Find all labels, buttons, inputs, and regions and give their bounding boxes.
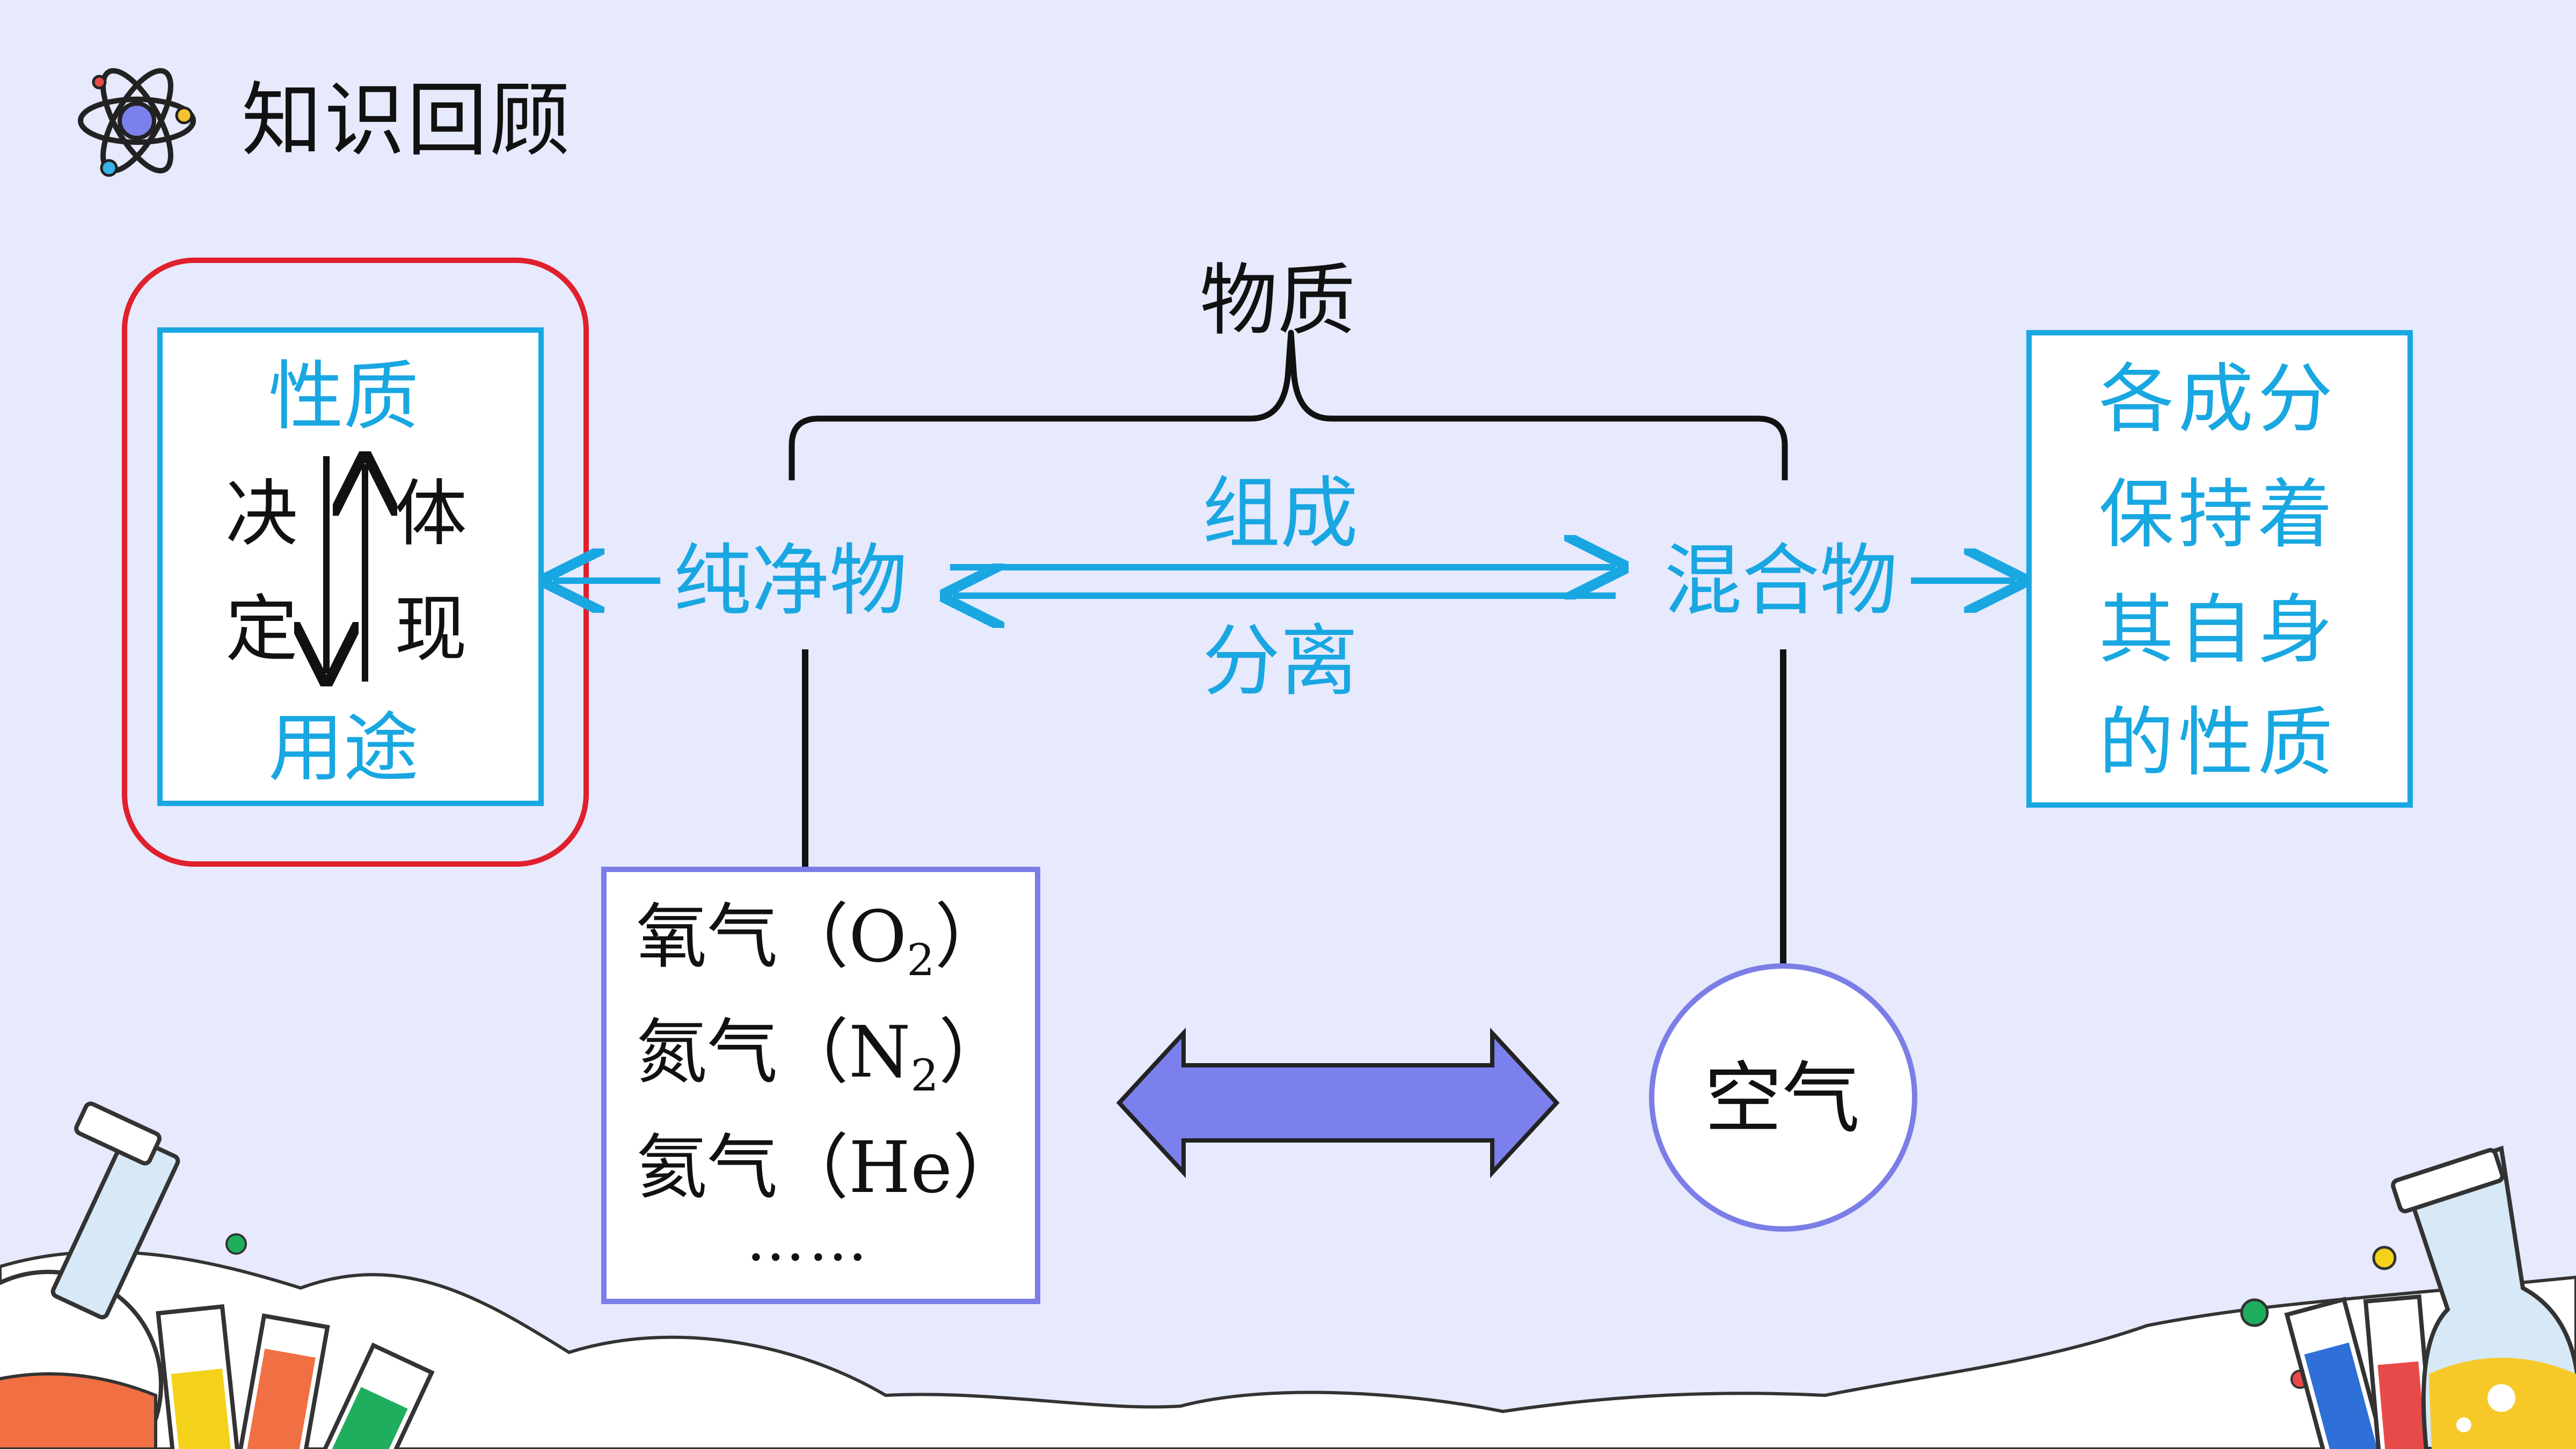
compose-label: 组成 <box>1202 469 1358 559</box>
mixture-label: 混合物 <box>1664 536 1898 626</box>
components-line-3: 其自身 <box>2099 587 2338 674</box>
use-label: 用途 <box>268 705 419 792</box>
separate-label: 分离 <box>1202 616 1358 707</box>
example-oxygen: 氧气（O2） <box>636 896 1006 986</box>
root-label: 物质 <box>1200 255 1355 346</box>
air-label: 空气 <box>1704 1053 1860 1144</box>
page-title: 知识回顾 <box>242 74 573 167</box>
components-line-2: 保持着 <box>2099 471 2338 559</box>
double-arrow-icon <box>1116 1027 1560 1179</box>
air-circle <box>1649 963 1917 1232</box>
pure-substance-label: 纯净物 <box>674 536 907 626</box>
example-helium: 氦气（He） <box>636 1126 1024 1209</box>
components-line-1: 各成分 <box>2099 356 2338 443</box>
property-label: 性质 <box>268 353 419 441</box>
examples-box <box>601 867 1040 1304</box>
example-nitrogen: 氮气（N2） <box>636 1011 1010 1102</box>
brace <box>789 330 1788 480</box>
components-box <box>2026 330 2413 808</box>
atom-icon <box>78 68 196 177</box>
determine-char-1: 决 <box>225 472 298 556</box>
reflect-char-2: 现 <box>395 587 467 671</box>
example-ellipsis: …… <box>746 1205 871 1274</box>
reflect-char-1: 体 <box>395 472 467 556</box>
flask-left-icon <box>0 1101 435 1449</box>
cloud-decoration <box>0 1250 2576 1449</box>
flask-right-icon <box>2240 1145 2576 1449</box>
determine-char-2: 定 <box>225 587 298 671</box>
components-line-4: 的性质 <box>2099 699 2338 787</box>
